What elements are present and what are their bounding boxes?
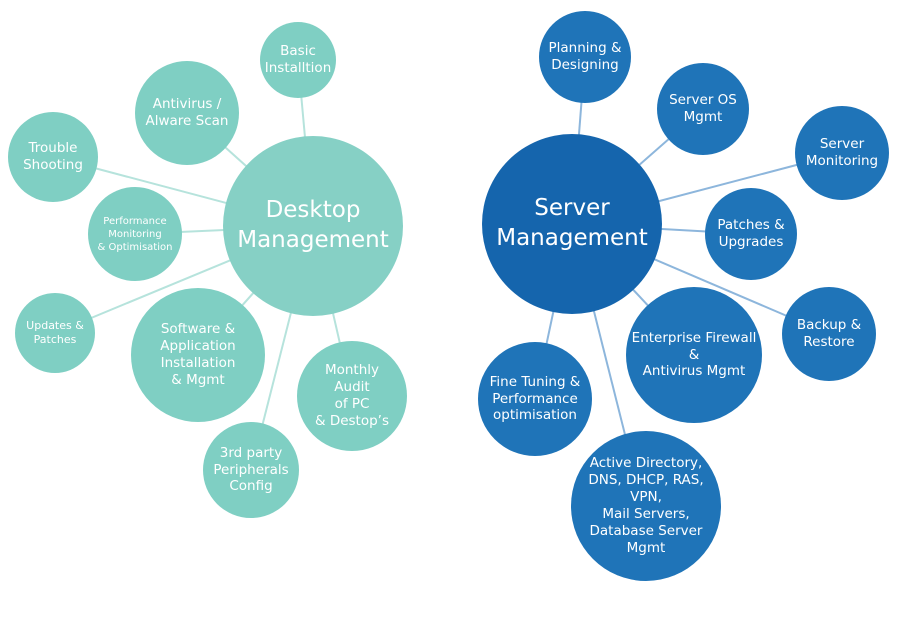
node-software-installation: Software & Application Installation & Mg… [131, 288, 265, 422]
node-updates-patches: Updates & Patches [15, 293, 95, 373]
server-management-hub: Server Management [482, 134, 662, 314]
node-active-directory: Active Directory, DNS, DHCP, RAS, VPN, M… [571, 431, 721, 581]
node-performance-monitoring: Performance Monitoring & Optimisation [88, 187, 182, 281]
desktop-management-hub: Desktop Management [223, 136, 403, 316]
node-software-installation-label: Software & Application Installation & Mg… [160, 321, 236, 388]
node-server-os-label: Server OS Mgmt [669, 92, 737, 125]
node-antivirus-scan: Antivirus / Alware Scan [135, 61, 239, 165]
node-enterprise-firewall-label: Enterprise Firewall & Antivirus Mgmt [631, 329, 757, 380]
node-updates-patches-label: Updates & Patches [26, 318, 84, 346]
node-patches-upgrades: Patches & Upgrades [705, 188, 797, 280]
node-antivirus-scan-label: Antivirus / Alware Scan [145, 96, 229, 129]
node-server-monitoring-label: Server Monitoring [805, 136, 879, 169]
node-patches-upgrades-label: Patches & Upgrades [717, 217, 785, 250]
node-monthly-audit: Monthly Audit of PC & Destop’s [297, 341, 407, 451]
node-backup-restore-label: Backup & Restore [796, 317, 862, 350]
node-enterprise-firewall: Enterprise Firewall & Antivirus Mgmt [626, 287, 762, 423]
server-management-hub-label: Server Management [496, 195, 648, 251]
node-fine-tuning: Fine Tuning & Performance optimisation [478, 342, 592, 456]
node-peripherals-config: 3rd party Peripherals Config [203, 422, 299, 518]
node-peripherals-config-label: 3rd party Peripherals Config [213, 444, 289, 495]
node-backup-restore: Backup & Restore [782, 287, 876, 381]
node-trouble-shooting: Trouble Shooting [8, 112, 98, 202]
node-server-os: Server OS Mgmt [657, 63, 749, 155]
node-basic-installation: Basic Installtion [260, 22, 336, 98]
node-performance-monitoring-label: Performance Monitoring & Optimisation [97, 215, 173, 253]
node-fine-tuning-label: Fine Tuning & Performance optimisation [489, 373, 581, 424]
node-planning-designing: Planning & Designing [539, 11, 631, 103]
node-monthly-audit-label: Monthly Audit of PC & Destop’s [315, 362, 389, 429]
node-trouble-shooting-label: Trouble Shooting [23, 140, 83, 173]
node-basic-installation-label: Basic Installtion [264, 43, 332, 76]
node-server-monitoring: Server Monitoring [795, 106, 889, 200]
node-active-directory-label: Active Directory, DNS, DHCP, RAS, VPN, M… [588, 455, 704, 556]
desktop-management-hub-label: Desktop Management [237, 197, 389, 253]
node-planning-designing-label: Planning & Designing [548, 40, 622, 73]
